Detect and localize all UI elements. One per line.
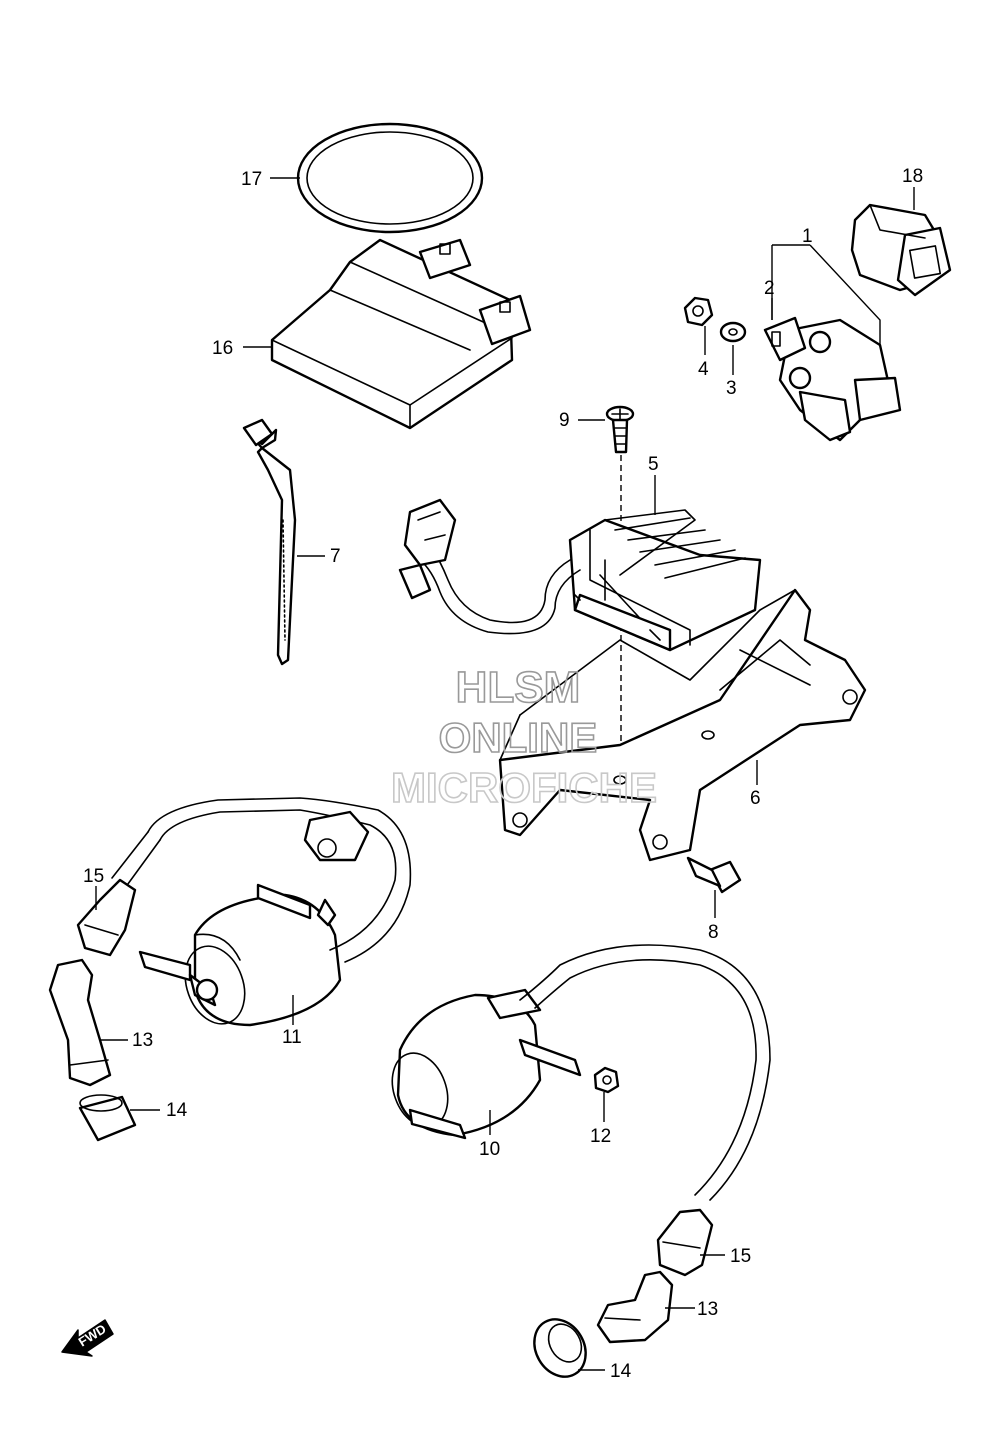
callout-13-left: 13	[132, 1030, 153, 1051]
callout-18: 18	[902, 166, 923, 187]
part-17-o-ring	[296, 122, 484, 234]
watermark: HLSM ONLINE MICROFICHE	[390, 662, 658, 812]
callout-13-right: 13	[697, 1299, 718, 1320]
fwd-direction-arrow: FWD	[61, 1319, 114, 1357]
fwd-arrow-icon	[61, 1319, 114, 1357]
callout-1: 1	[802, 226, 813, 247]
callout-6: 6	[750, 788, 761, 809]
part-11-ignition-coil	[111, 797, 412, 1027]
callout-17: 17	[241, 169, 262, 190]
callout-10: 10	[479, 1139, 500, 1160]
part-6-bracket	[498, 588, 867, 862]
part-1-starter-relay	[763, 316, 902, 442]
callout-7: 7	[330, 546, 341, 567]
part-13-plug-cap-right	[596, 1270, 674, 1344]
part-18-connector	[850, 203, 952, 297]
callout-labels: 1 2 3 4 5 6 7 8 9 10 11 12 13 14 15 16 1…	[83, 166, 923, 1382]
watermark-line-2: ONLINE	[439, 714, 598, 761]
part-15-boot-right	[656, 1208, 714, 1277]
part-13-plug-cap-left	[48, 958, 112, 1087]
callout-15-left: 15	[83, 866, 104, 887]
callout-8: 8	[708, 922, 719, 943]
callout-15-right: 15	[730, 1246, 751, 1267]
part-15-boot-left	[76, 878, 137, 957]
part-5-regulator	[398, 498, 762, 652]
part-10-ignition-coil	[391, 944, 771, 1201]
callout-3: 3	[726, 378, 737, 399]
part-14-cover-right	[533, 1318, 587, 1378]
part-9-screw	[605, 405, 635, 454]
part-12-nut	[593, 1066, 620, 1094]
part-8-bolt	[686, 856, 742, 894]
part-14-cover-left	[78, 1094, 137, 1142]
callout-14-right: 14	[610, 1361, 632, 1382]
leader-lines	[95, 177, 915, 1371]
part-16-ecm-unit	[270, 238, 532, 430]
part-7-cable-tie	[242, 418, 297, 666]
watermark-line-3: MICROFICHE	[391, 764, 657, 811]
callout-14-left: 14	[166, 1100, 188, 1121]
callout-5: 5	[648, 454, 659, 475]
callout-9: 9	[559, 410, 570, 431]
callout-2: 2	[764, 278, 775, 299]
callout-11: 11	[282, 1027, 302, 1048]
callout-4: 4	[698, 359, 709, 380]
callout-12: 12	[590, 1126, 611, 1147]
watermark-line-1: HLSM	[456, 663, 581, 712]
callout-16: 16	[212, 338, 233, 359]
part-4-nut	[683, 296, 714, 327]
part-3-washer	[719, 321, 747, 343]
